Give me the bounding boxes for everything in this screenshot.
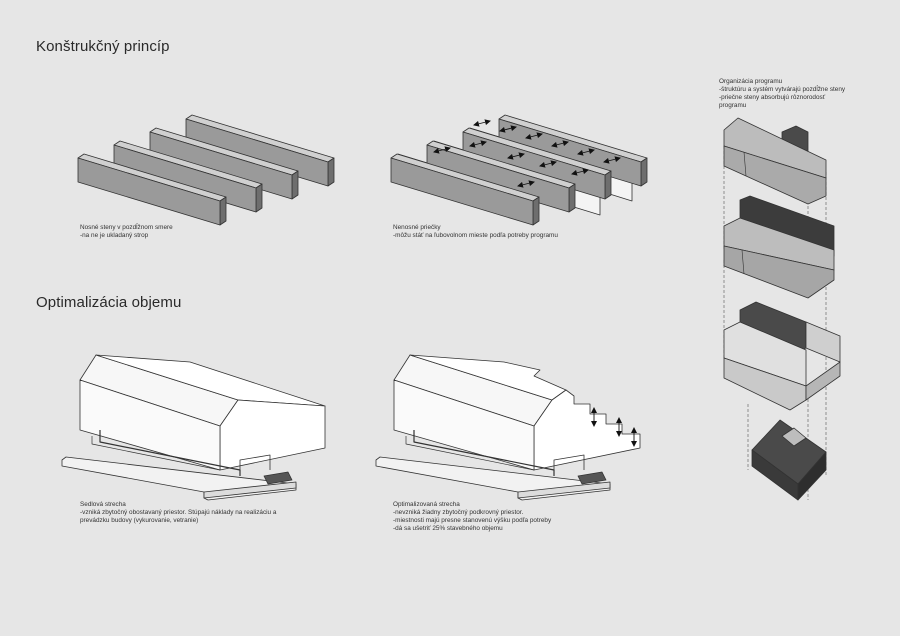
entrance-steps — [264, 472, 292, 484]
program-layer-two — [724, 196, 834, 298]
entrance-steps — [578, 472, 606, 484]
program-exploded-drawing — [724, 118, 840, 500]
terrace-slab — [62, 457, 296, 500]
double-arrow-icon — [474, 121, 490, 125]
program-layer-three — [724, 302, 840, 410]
gable-roof-drawing — [62, 355, 325, 500]
gable-side — [220, 400, 325, 470]
terrace-slab — [376, 457, 610, 500]
bearing-walls-drawing — [78, 115, 334, 225]
program-layer-roof — [724, 118, 826, 204]
optimized-roof-drawing — [376, 355, 640, 500]
partitions-drawing — [391, 115, 647, 225]
program-layer-base — [752, 420, 826, 500]
